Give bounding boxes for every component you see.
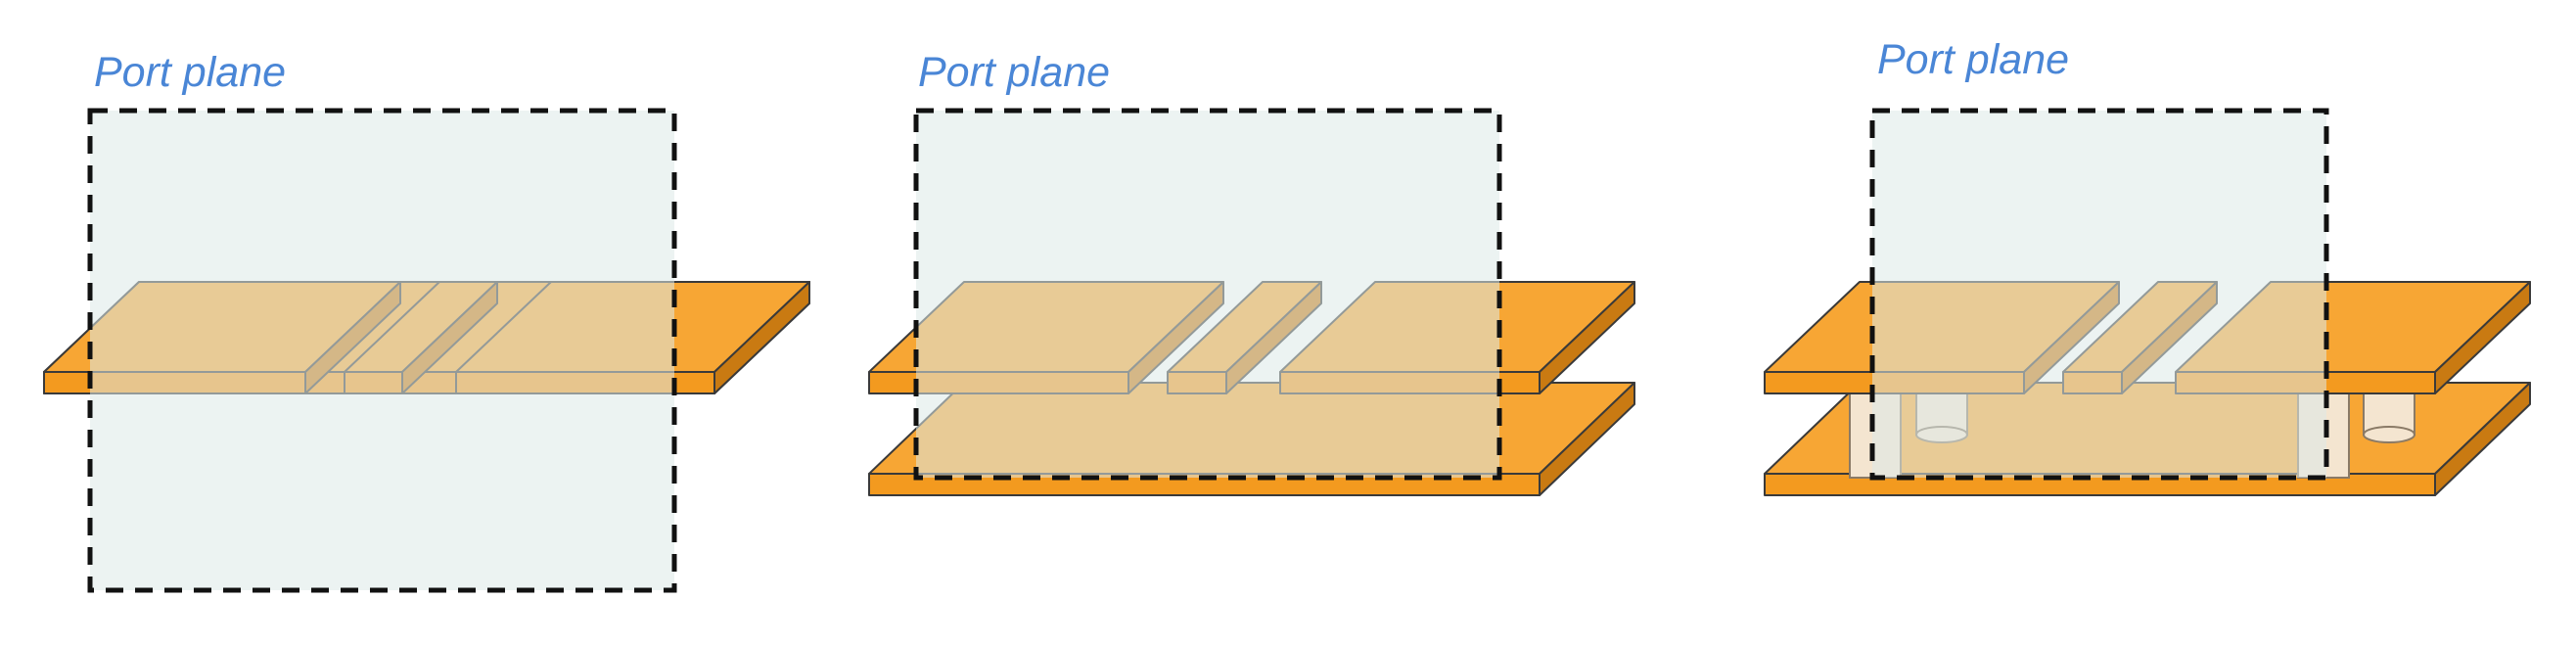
port-plane-label: Port plane bbox=[1877, 36, 2069, 83]
port-plane-label: Port plane bbox=[94, 49, 286, 96]
port-plane-label: Port plane bbox=[918, 49, 1110, 96]
ground-plane-side-face bbox=[1539, 382, 1635, 496]
port-plane bbox=[87, 108, 677, 593]
panel-stripline-with-vias: Port plane bbox=[1764, 36, 2531, 496]
via-back-right bbox=[2363, 392, 2415, 443]
port-plane bbox=[1869, 108, 2329, 481]
panel-coplanar: Port plane bbox=[43, 49, 810, 593]
port-plane bbox=[913, 108, 1502, 481]
panel-grounded-coplanar: Port plane bbox=[868, 49, 1635, 496]
